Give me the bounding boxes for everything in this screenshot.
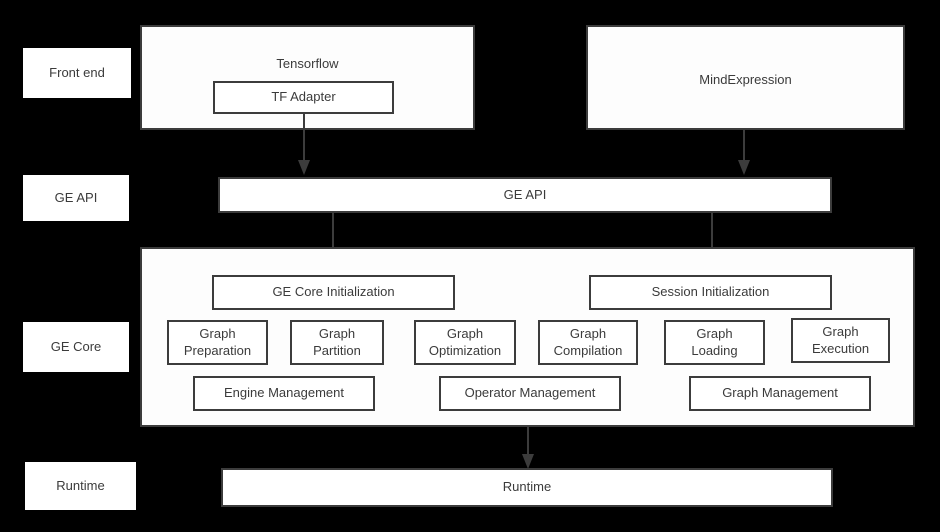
graph-compilation-box[interactable]: Graph Compilation: [538, 320, 638, 365]
layer-label-ge-core: GE Core: [23, 322, 129, 372]
mindexpression-container: MindExpression: [586, 25, 905, 130]
arrow-ge-core-to-runtime: [520, 427, 536, 470]
graph-execution-box[interactable]: Graph Execution: [791, 318, 890, 363]
ge-core-initialization-box[interactable]: GE Core Initialization: [212, 275, 455, 310]
engine-management-box[interactable]: Engine Management: [193, 376, 375, 411]
layer-label-runtime: Runtime: [25, 462, 136, 510]
ge-api-bar[interactable]: GE API: [218, 177, 832, 213]
layer-label-front-end: Front end: [23, 48, 131, 98]
graph-management-box[interactable]: Graph Management: [689, 376, 871, 411]
operator-management-box[interactable]: Operator Management: [439, 376, 621, 411]
mindexpression-title: MindExpression: [699, 72, 792, 87]
arrow-tf-adapter-to-ge-api: [296, 114, 312, 176]
session-initialization-box[interactable]: Session Initialization: [589, 275, 832, 310]
graph-loading-box[interactable]: Graph Loading: [664, 320, 765, 365]
tf-adapter-box[interactable]: TF Adapter: [213, 81, 394, 114]
arrow-mindexpression-to-ge-api: [736, 130, 752, 176]
graph-optimization-box[interactable]: Graph Optimization: [414, 320, 516, 365]
graph-partition-box[interactable]: Graph Partition: [290, 320, 384, 365]
runtime-bar[interactable]: Runtime: [221, 468, 833, 507]
graph-preparation-box[interactable]: Graph Preparation: [167, 320, 268, 365]
tensorflow-title: Tensorflow: [276, 56, 339, 71]
layer-label-ge-api: GE API: [23, 175, 129, 221]
